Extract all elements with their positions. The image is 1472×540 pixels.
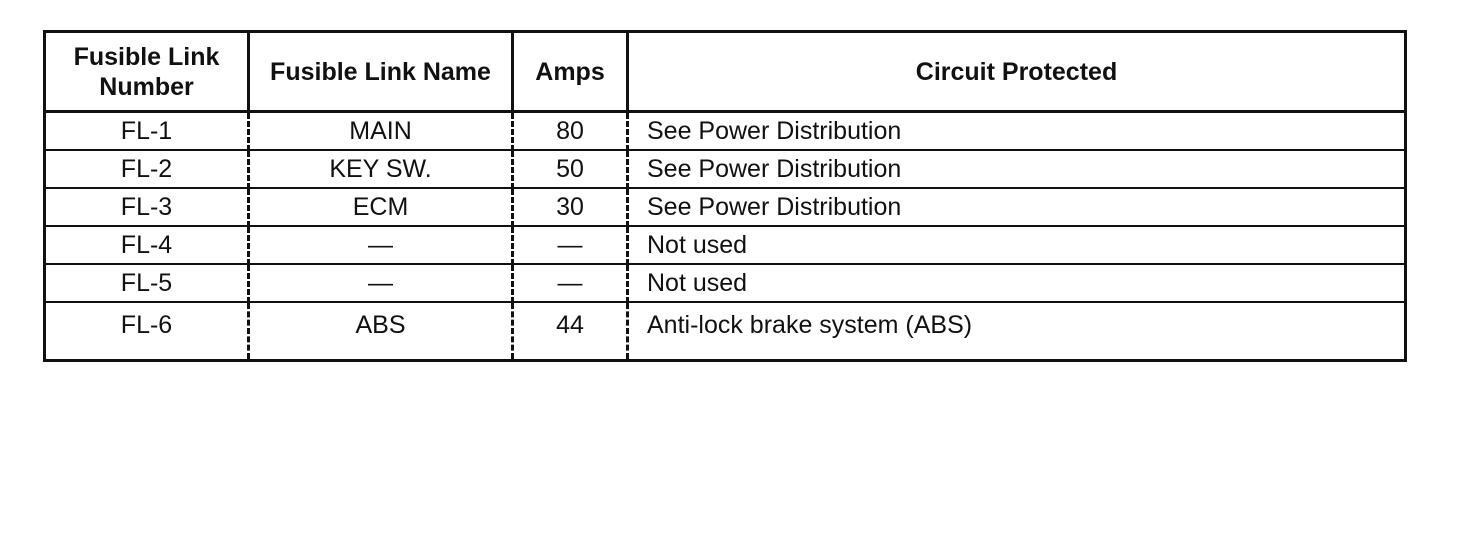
cell-circuit: See Power Distribution (627, 188, 1406, 227)
cell-number: FL-4 (44, 226, 250, 265)
table-header: Fusible Link Number Fusible Link Name Am… (44, 31, 1406, 113)
table-row: FL-5 — — Not used (44, 264, 1406, 303)
cell-number: FL-6 (44, 302, 250, 361)
cell-amps: 44 (512, 302, 629, 361)
cell-circuit: See Power Distribution (627, 111, 1406, 151)
table-row: FL-4 — — Not used (44, 226, 1406, 265)
fusible-link-table: Fusible Link Number Fusible Link Name Am… (43, 30, 1407, 362)
table-row: FL-1 MAIN 80 See Power Distribution (44, 111, 1406, 151)
table-row: FL-3 ECM 30 See Power Distribution (44, 188, 1406, 227)
cell-amps: 30 (512, 188, 629, 227)
header-circuit-protected: Circuit Protected (627, 31, 1406, 113)
header-fusible-link-number: Fusible Link Number (44, 31, 250, 113)
cell-number: FL-5 (44, 264, 250, 303)
cell-circuit: Anti-lock brake system (ABS) (647, 311, 973, 339)
cell-name: ABS (248, 302, 514, 361)
cell-name: MAIN (248, 111, 514, 151)
cell-circuit: Not used (627, 264, 1406, 303)
cell-circuit: Not used (627, 226, 1406, 265)
cell-name: ECM (248, 188, 514, 227)
header-row: Fusible Link Number Fusible Link Name Am… (44, 31, 1406, 113)
cell-name: — (248, 264, 514, 303)
cell-circuit: See Power Distribution (627, 150, 1406, 189)
cell-number: FL-2 (44, 150, 250, 189)
header-fusible-link-name: Fusible Link Name (248, 31, 514, 113)
table-row: FL-6 ABS 44 Anti-lock brake system (ABS) (44, 302, 1406, 361)
cell-number: FL-1 (44, 111, 250, 151)
header-amps: Amps (512, 31, 629, 113)
cell-amps: — (512, 226, 629, 265)
cell-amps: 50 (512, 150, 629, 189)
cell-amps: — (512, 264, 629, 303)
table-body: FL-1 MAIN 80 See Power Distribution FL-2… (44, 111, 1406, 361)
cell-name: — (248, 226, 514, 265)
table-row: FL-2 KEY SW. 50 See Power Distribution (44, 150, 1406, 189)
cell-number: FL-3 (44, 188, 250, 227)
cell-amps: 80 (512, 111, 629, 151)
cell-name: KEY SW. (248, 150, 514, 189)
